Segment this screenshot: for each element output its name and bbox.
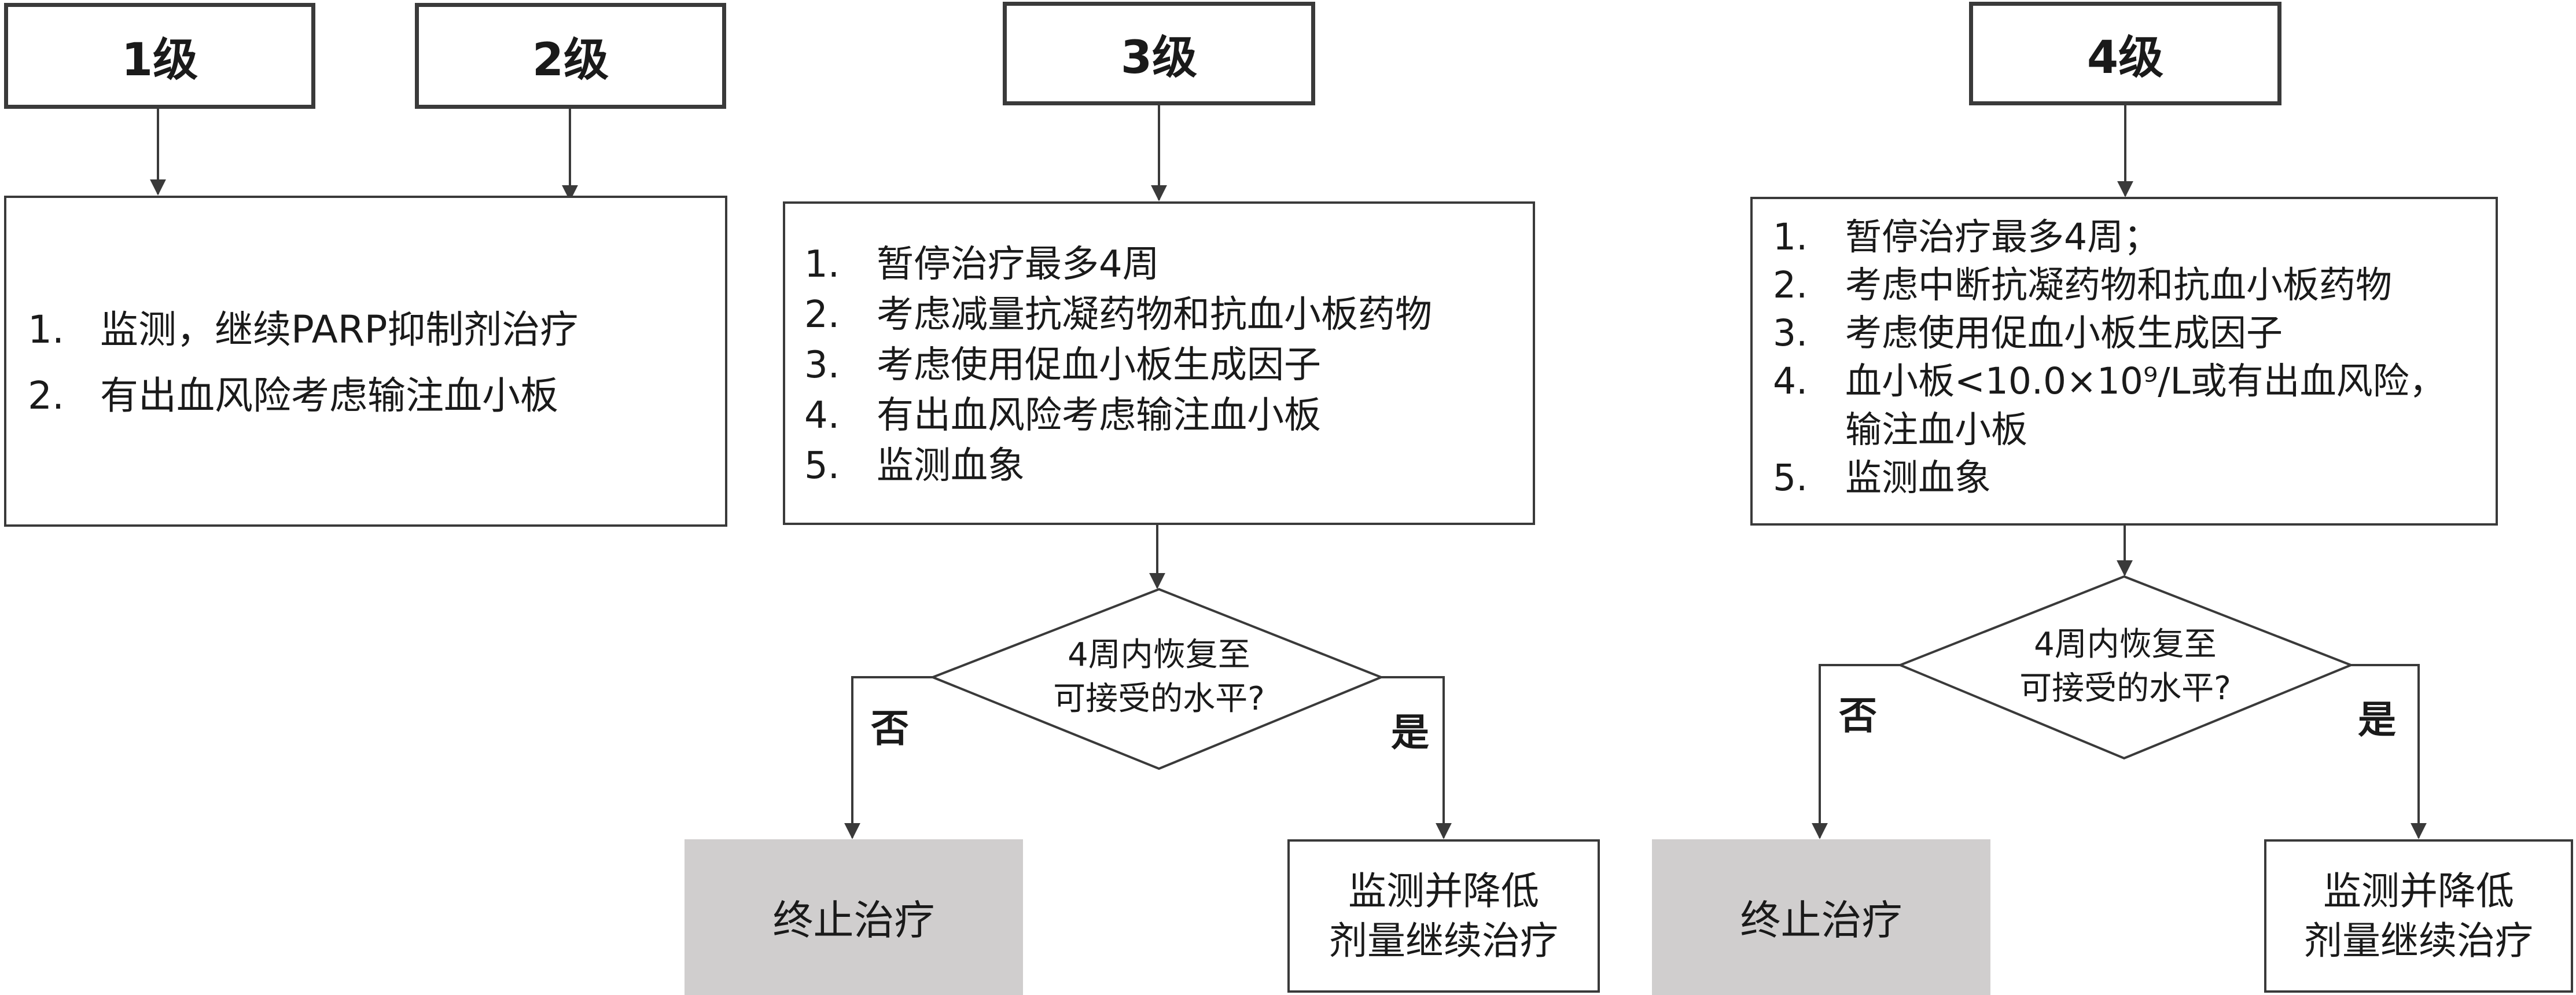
outcome-continue-4-line-2: 剂量继续治疗: [2304, 918, 2533, 963]
list-item: 2. 考虑中断抗凝药物和抗血小板药物: [1773, 261, 2496, 309]
grade-3-box: 3级: [1003, 2, 1315, 105]
arrow-decision3-no: [844, 676, 933, 839]
grade-1-2-list: 1. 监测，继续PARP抑制剂治疗 2. 有出血风险考虑输注血小板: [28, 297, 725, 428]
decision-4-line-1: 4周内恢复至: [2034, 626, 2217, 664]
list-item: 2. 考虑减量抗凝药物和抗血小板药物: [804, 290, 1533, 340]
branch-no-3: 否: [871, 706, 909, 751]
branch-no-4: 否: [1839, 693, 1877, 738]
outcome-stop-3: 终止治疗: [685, 839, 1023, 995]
item-text: 考虑减量抗凝药物和抗血小板药物: [877, 293, 1432, 337]
item-text-line-2: 输注血小板: [1845, 408, 2027, 451]
outcome-stop-4: 终止治疗: [1652, 839, 1990, 995]
item-number: 2.: [28, 373, 64, 418]
outcome-continue-3-line-2: 剂量继续治疗: [1329, 918, 1558, 963]
item-number: 4.: [1773, 360, 1808, 403]
list-item: 5. 监测血象: [1773, 454, 2496, 502]
item-number: 2.: [804, 293, 840, 337]
item-text: 有出血风险考虑输注血小板: [877, 394, 1321, 438]
grade-1-label: 1级: [121, 34, 198, 86]
outcome-continue-4-line-1: 监测并降低: [2323, 868, 2514, 913]
grade-1-box: 1级: [4, 3, 315, 109]
list-item: 4. 血小板<10.0×10⁹/L或有出血风险， 输注血小板: [1773, 357, 2496, 453]
item-number: 5.: [804, 445, 840, 488]
decision-3-line-1: 4周内恢复至: [1068, 636, 1250, 674]
item-number: 1.: [1773, 216, 1808, 258]
outcome-continue-3-line-1: 监测并降低: [1348, 868, 1539, 913]
item-text: 暂停治疗最多4周；: [1845, 216, 2161, 258]
item-number: 2.: [1773, 264, 1808, 307]
item-text: 考虑使用促血小板生成因子: [877, 344, 1321, 387]
grade-3-panel: 1. 暂停治疗最多4周 2. 考虑减量抗凝药物和抗血小板药物 3. 考虑使用促血…: [783, 201, 1535, 525]
item-text-line-1: 血小板<10.0×10⁹/L或有出血风险，: [1845, 360, 2446, 403]
grade-2-label: 2级: [532, 34, 609, 86]
grade-2-box: 2级: [415, 3, 726, 109]
decision-diamond-4: [1897, 575, 2354, 760]
item-number: 1.: [804, 243, 840, 286]
list-item: 1. 监测，继续PARP抑制剂治疗: [28, 297, 725, 363]
item-text: 暂停治疗最多4周: [877, 243, 1160, 286]
outcome-continue-3: 监测并降低 剂量继续治疗: [1287, 839, 1600, 993]
grade-1-2-panel: 1. 监测，继续PARP抑制剂治疗 2. 有出血风险考虑输注血小板: [4, 196, 727, 527]
item-text: 监测，继续PARP抑制剂治疗: [100, 307, 579, 352]
item-text: 监测血象: [1845, 456, 1991, 499]
grade-4-box: 4级: [1969, 2, 2281, 105]
arrow-decision4-no: [1812, 664, 1900, 839]
list-item: 3. 考虑使用促血小板生成因子: [1773, 309, 2496, 357]
decision-3-text: 4周内恢复至 可接受的水平?: [1018, 622, 1300, 732]
grade-4-panel: 1. 暂停治疗最多4周； 2. 考虑中断抗凝药物和抗血小板药物 3. 考虑使用促…: [1750, 197, 2498, 526]
grade-4-label: 4级: [2086, 31, 2164, 84]
item-text: 有出血风险考虑输注血小板: [100, 373, 558, 418]
decision-diamond-3: [929, 588, 1385, 770]
item-number: 4.: [804, 394, 840, 438]
decision-4-line-2: 可接受的水平?: [2019, 670, 2231, 707]
list-item: 3. 考虑使用促血小板生成因子: [804, 340, 1533, 391]
item-text: 考虑中断抗凝药物和抗血小板药物: [1845, 264, 2392, 307]
list-item: 1. 暂停治疗最多4周: [804, 240, 1533, 290]
outcome-stop-4-label: 终止治疗: [1740, 897, 1902, 944]
item-text: 考虑使用促血小板生成因子: [1845, 312, 2283, 355]
outcome-stop-3-label: 终止治疗: [772, 897, 935, 944]
branch-yes-3: 是: [1391, 710, 1429, 755]
grade-3-list: 1. 暂停治疗最多4周 2. 考虑减量抗凝药物和抗血小板药物 3. 考虑使用促血…: [804, 240, 1533, 491]
list-item: 2. 有出血风险考虑输注血小板: [28, 363, 725, 429]
item-number: 5.: [1773, 456, 1808, 499]
item-number: 3.: [804, 344, 840, 387]
list-item: 1. 暂停治疗最多4周；: [1773, 213, 2496, 261]
list-item: 5. 监测血象: [804, 441, 1533, 491]
decision-3-line-2: 可接受的水平?: [1053, 680, 1265, 718]
item-number: 1.: [28, 307, 64, 352]
arrow-decision3-yes: [1381, 676, 1452, 839]
grade-3-label: 3级: [1120, 31, 1198, 84]
outcome-continue-4: 监测并降低 剂量继续治疗: [2264, 839, 2573, 993]
list-item: 4. 有出血风险考虑输注血小板: [804, 391, 1533, 441]
item-number: 3.: [1773, 312, 1808, 355]
grade-4-list: 1. 暂停治疗最多4周； 2. 考虑中断抗凝药物和抗血小板药物 3. 考虑使用促…: [1773, 213, 2496, 502]
item-text-multiline: 血小板<10.0×10⁹/L或有出血风险， 输注血小板: [1845, 357, 2446, 453]
branch-yes-4: 是: [2358, 697, 2396, 742]
decision-4-text: 4周内恢复至 可接受的水平?: [1985, 612, 2266, 722]
arrow-decision4-yes: [2351, 664, 2427, 839]
item-text: 监测血象: [877, 445, 1025, 488]
